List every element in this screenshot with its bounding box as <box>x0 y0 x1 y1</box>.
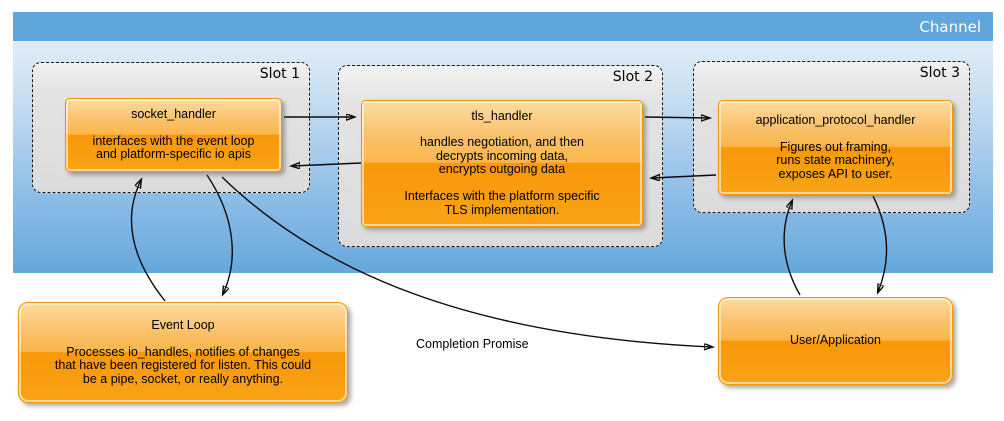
channel-header: Channel <box>13 12 993 41</box>
arrow-completion-promise <box>221 176 712 347</box>
event-loop-box: Event Loop Processes io_handles, notifie… <box>18 302 348 403</box>
arrow-tls-to-socket <box>292 163 362 166</box>
socket-handler-description: interfaces with the event loop and platf… <box>92 133 255 162</box>
channel-title: Channel <box>919 17 981 36</box>
application-protocol-handler-title: application_protocol_handler <box>755 113 916 127</box>
user-application-box: User/Application <box>718 297 953 385</box>
application-protocol-handler-description: Figures out framing, runs state machiner… <box>776 139 895 181</box>
arrow-userapp-to-app <box>783 201 801 296</box>
arrow-app-to-userapp <box>872 195 888 292</box>
tls-handler-title: tls_handler <box>471 108 533 123</box>
event-loop-title: Event Loop <box>151 318 215 332</box>
arrow-socket-to-eventloop <box>206 174 233 294</box>
arrow-tls-to-app <box>644 117 709 118</box>
arrow-eventloop-to-socket <box>130 180 166 302</box>
socket-handler-title: socket_handler <box>131 107 216 122</box>
application-protocol-handler-box: application_protocol_handler Figures out… <box>718 100 953 195</box>
tls-handler-box: tls_handler handles negotiation, and the… <box>361 100 643 227</box>
tls-handler-description: handles negotiation, and then decrypts i… <box>404 135 600 217</box>
event-loop-description: Processes io_handles, notifies of change… <box>54 344 312 386</box>
slot-2-label: Slot 2 <box>612 69 653 85</box>
completion-promise-label: Completion Promise <box>416 337 529 351</box>
slot-1-label: Slot 1 <box>259 66 300 82</box>
slot-3-label: Slot 3 <box>919 65 960 81</box>
user-application-label: User/Application <box>789 333 881 348</box>
socket-handler-box: socket_handler interfaces with the event… <box>65 98 282 172</box>
arrow-app-to-tls <box>652 175 717 178</box>
